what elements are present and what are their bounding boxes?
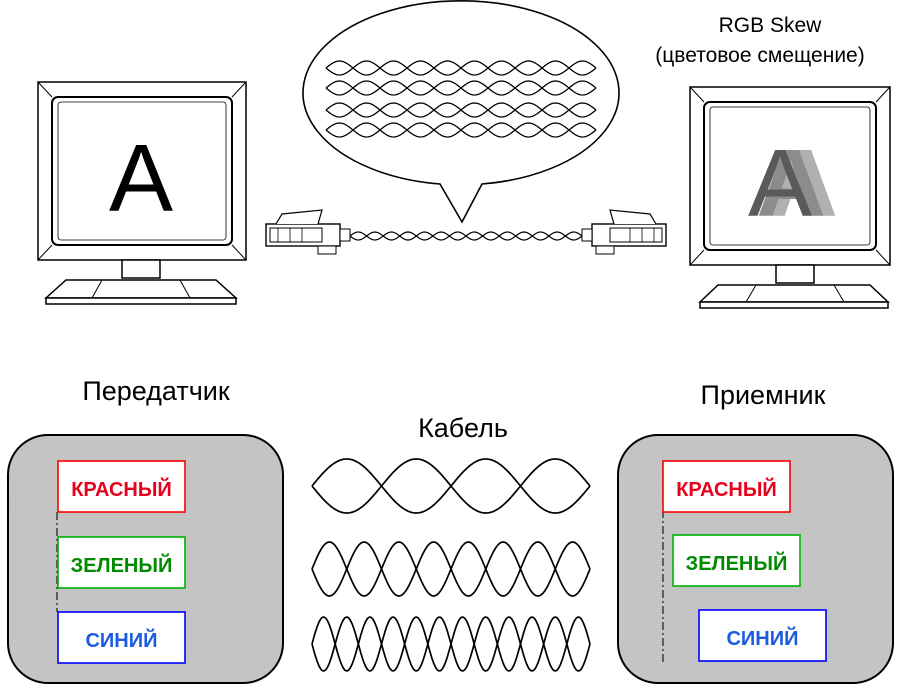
- right-connector: [581, 209, 667, 255]
- cable-wire: [349, 231, 583, 241]
- left-monitor: A: [37, 81, 247, 305]
- cable-assembly: [265, 209, 667, 255]
- left-monitor-base: [44, 279, 238, 299]
- tx-green-box: [57, 536, 186, 589]
- left-monitor-screen: [51, 96, 233, 246]
- skew-title-line1: RGB Skew: [719, 14, 823, 37]
- bubble-pair-4-b: [325, 122, 597, 138]
- left-connector: [265, 209, 351, 255]
- cable-label: Кабель: [418, 413, 508, 443]
- tx-red-label: КРАСНЫЙ: [71, 477, 172, 501]
- cable-wire-b: [349, 231, 583, 241]
- bubble-outline: [302, 0, 620, 224]
- rx-blue-box: [698, 609, 827, 662]
- bubble-pair-2-b: [325, 80, 597, 96]
- skew-letter-light: A: [768, 130, 837, 237]
- bubble-twisted-pairs: [325, 60, 597, 138]
- right-monitor: A A A: [689, 86, 891, 309]
- rx-green-label: ЗЕЛЕНЫЙ: [686, 551, 788, 575]
- rx-red-box: [662, 460, 791, 513]
- right-monitor-neck: [775, 264, 815, 284]
- skew-letter-dark: A: [748, 130, 812, 237]
- twist-wave-1-b: [311, 458, 591, 514]
- rx-green-box: [672, 534, 801, 587]
- tx-green-label: ЗЕЛЕНЫЙ: [71, 553, 173, 577]
- receiver-label: Приемник: [701, 380, 826, 410]
- skewed-letter-group: A A A: [748, 130, 838, 237]
- transmitter-label: Передатчик: [82, 376, 230, 406]
- skew-title-line2: (цветовое смещение): [655, 44, 864, 67]
- bubble-pair-1-b: [325, 60, 597, 76]
- tx-blue-label: СИНИЙ: [85, 628, 157, 652]
- receiver-box: КРАСНЫЙ ЗЕЛЕНЫЙ СИНИЙ: [617, 434, 894, 684]
- rx-red-label: КРАСНЫЙ: [676, 477, 777, 501]
- right-monitor-base: [698, 284, 890, 303]
- left-monitor-letter: A: [109, 125, 173, 232]
- rx-blue-label: СИНИЙ: [726, 626, 798, 650]
- twist-wave-2-b: [311, 541, 591, 597]
- tx-blue-box: [57, 611, 186, 664]
- bubble-pair-3-b: [325, 102, 597, 118]
- right-monitor-screen: [703, 101, 877, 251]
- cable-zoom-bubble: [302, 0, 620, 224]
- twist-wave-3-b: [311, 616, 591, 672]
- left-monitor-neck: [121, 259, 161, 279]
- tx-red-box: [57, 460, 186, 513]
- twist-rate-waves: [311, 458, 591, 672]
- transmitter-box: КРАСНЫЙ ЗЕЛЕНЫЙ СИНИЙ: [7, 434, 284, 684]
- skew-letter-mid: A: [756, 130, 825, 237]
